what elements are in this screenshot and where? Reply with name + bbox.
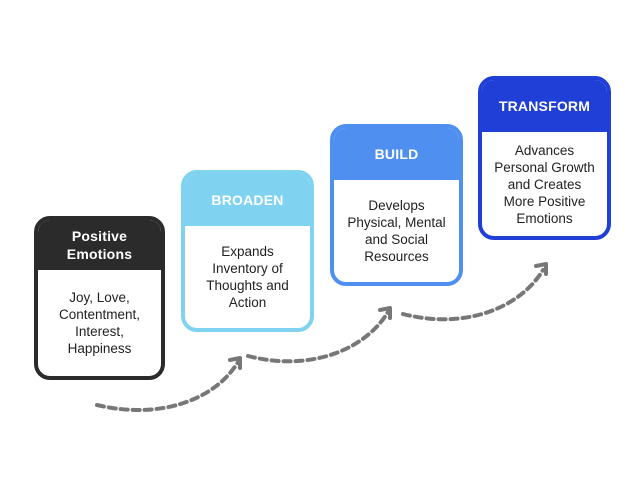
step-title: TRANSFORM: [482, 80, 607, 132]
step-card-transform: TRANSFORM Advances Personal Growth and C…: [478, 76, 611, 240]
arrowhead-1: [228, 356, 242, 370]
step-card-broaden: BROADEN Expands Inventory of Thoughts an…: [181, 170, 314, 332]
step-card-build: BUILD Develops Physical, Mental and Soci…: [330, 124, 463, 286]
step-card-positive-emotions: Positive Emotions Joy, Love, Contentment…: [34, 216, 165, 380]
arrowhead-3: [534, 262, 548, 276]
step-description: Expands Inventory of Thoughts and Action: [206, 244, 289, 310]
step-description: Develops Physical, Mental and Social Res…: [347, 198, 446, 264]
step-title: BUILD: [334, 128, 459, 180]
arrowhead-2: [378, 306, 392, 320]
dashed-arrow-1: [95, 360, 240, 413]
step-description: Joy, Love, Contentment, Interest, Happin…: [58, 290, 141, 356]
dashed-arrow-2: [246, 310, 390, 364]
step-title: BROADEN: [185, 174, 310, 226]
dashed-arrow-3: [401, 268, 545, 322]
step-description: Advances Personal Growth and Creates Mor…: [494, 142, 595, 226]
step-title: Positive Emotions: [38, 220, 161, 270]
